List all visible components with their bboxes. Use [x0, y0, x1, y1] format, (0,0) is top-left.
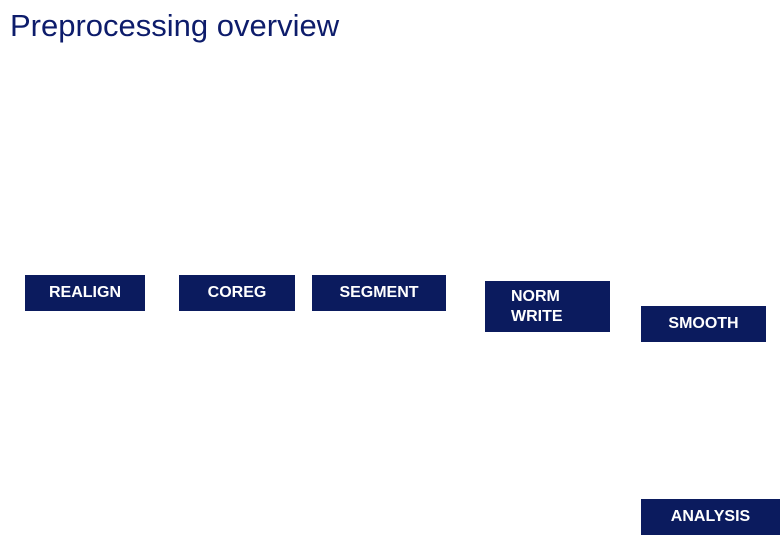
- node-coreg[interactable]: COREG: [179, 275, 295, 311]
- node-analysis-label: ANALYSIS: [670, 508, 751, 525]
- node-norm-write[interactable]: NORM WRITE: [485, 281, 610, 332]
- node-smooth-label: SMOOTH: [668, 315, 739, 332]
- node-realign-label: REALIGN: [49, 284, 121, 301]
- node-norm-write-label-line1: NORM: [511, 287, 560, 305]
- node-norm-write-label-line2: WRITE: [511, 307, 563, 325]
- page-title: Preprocessing overview: [10, 8, 340, 43]
- node-segment[interactable]: SEGMENT: [312, 275, 446, 311]
- node-segment-label: SEGMENT: [339, 284, 419, 301]
- node-analysis[interactable]: ANALYSIS: [641, 499, 780, 535]
- node-realign[interactable]: REALIGN: [25, 275, 145, 311]
- node-smooth[interactable]: SMOOTH: [641, 306, 766, 342]
- node-coreg-label: COREG: [207, 284, 267, 301]
